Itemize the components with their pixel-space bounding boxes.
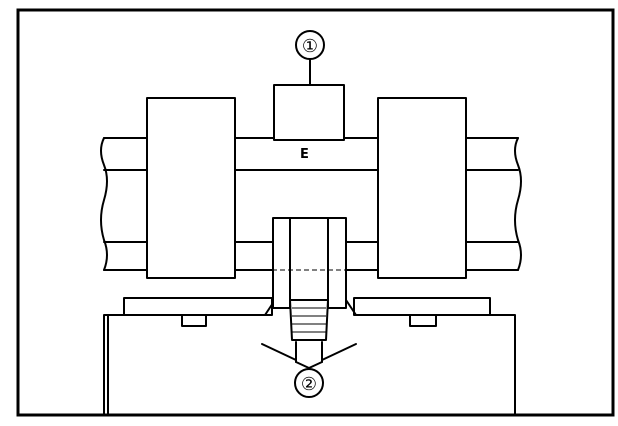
callout-2: ② [261, 341, 357, 398]
callout-2-label: ② [301, 374, 317, 395]
base-assembly [103, 297, 516, 416]
pin-tip [289, 299, 329, 341]
outer-frame [16, 8, 615, 417]
callout-1: ① [295, 30, 325, 86]
shaft-break-left [100, 137, 108, 271]
sensor-block [273, 84, 345, 141]
base-plate-left [123, 297, 273, 316]
left-block [146, 97, 236, 279]
pin-assembly [264, 217, 360, 341]
callout-1-label: ① [302, 36, 318, 57]
alignment-mark: E [300, 147, 309, 162]
base-outline [103, 299, 516, 416]
shaft-break-right [514, 137, 522, 271]
base-plate-right [353, 297, 491, 316]
right-block [377, 97, 467, 279]
